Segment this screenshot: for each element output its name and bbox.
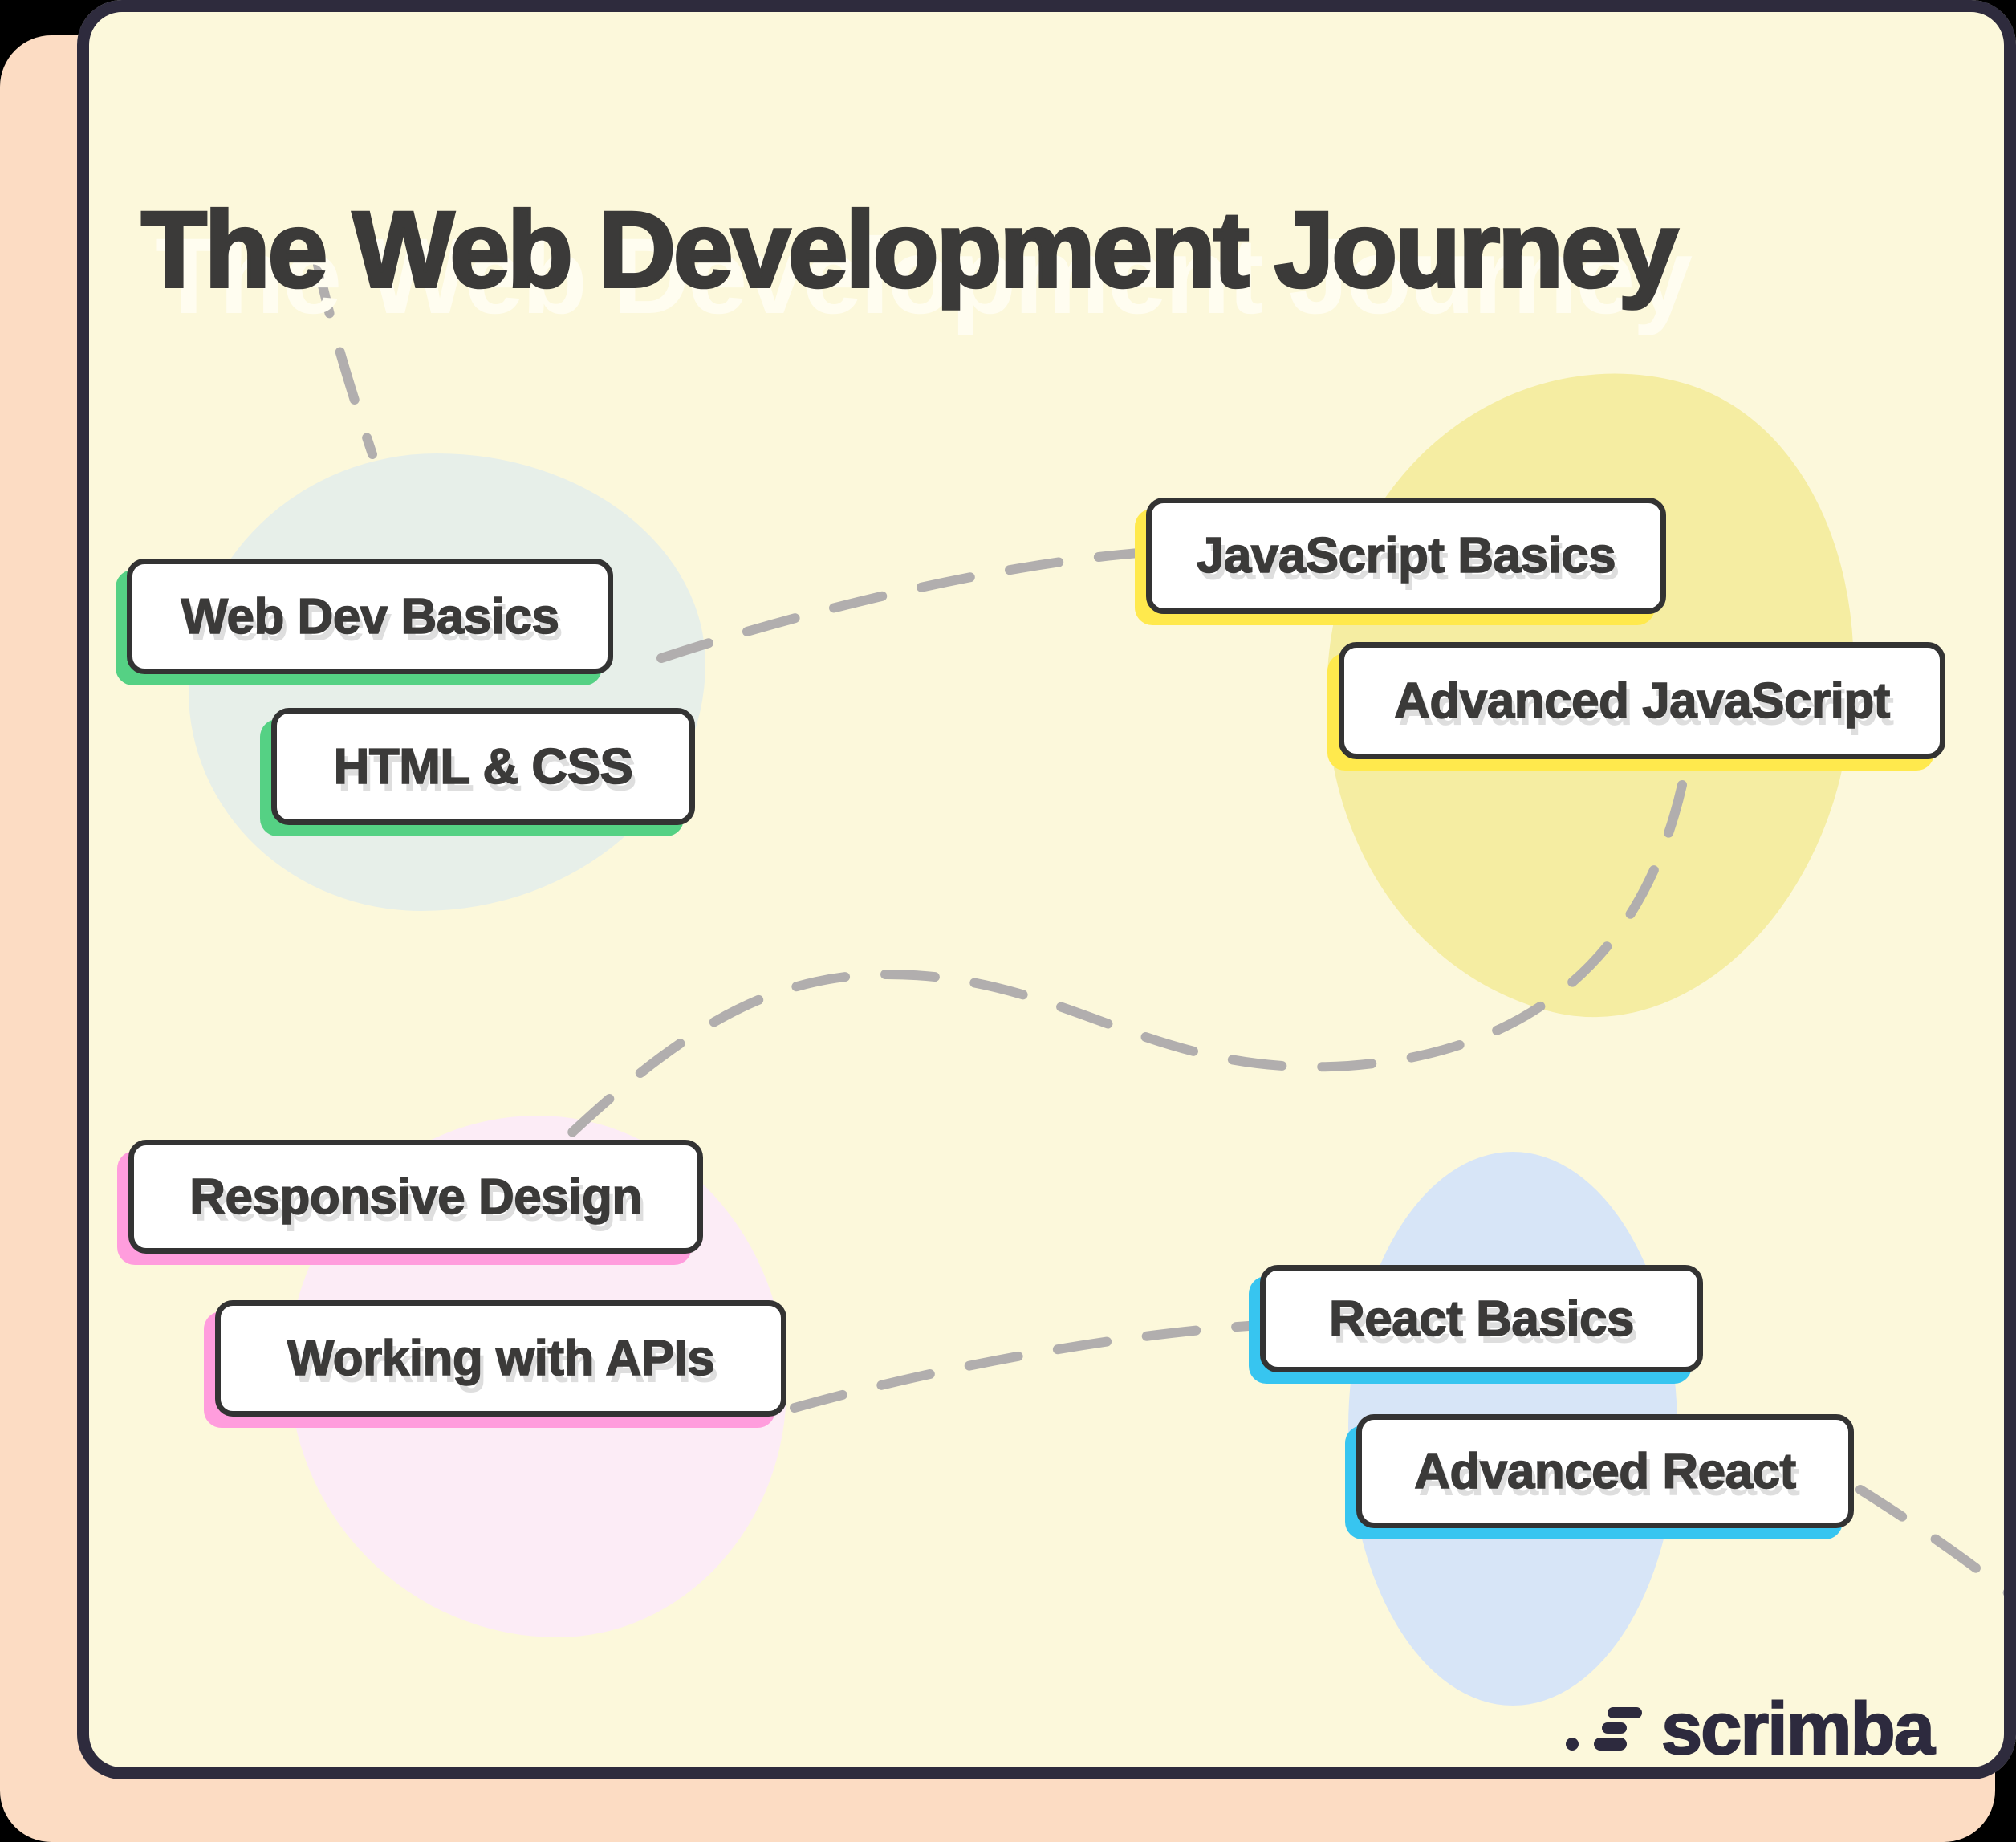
node-label: HTML & CSS <box>333 738 634 795</box>
node-label: Advanced React <box>1414 1443 1797 1500</box>
node-label: Working with APIs <box>287 1330 715 1387</box>
node-web-dev-basics: Web Dev Basics <box>127 559 613 674</box>
node-advanced-javascript: Advanced JavaScript <box>1339 642 1945 759</box>
node-label: JavaScript Basics <box>1196 527 1616 584</box>
scrimba-logo: scrimba <box>1563 1688 1936 1770</box>
node-advanced-react: Advanced React <box>1356 1414 1854 1528</box>
green-blob <box>189 453 705 911</box>
scrimba-logo-icon <box>1566 1707 1642 1751</box>
path-segment-js-to-responsive <box>506 780 1687 1198</box>
path-segment-start <box>313 260 377 459</box>
page-title: The Web Development Journey <box>140 189 1680 311</box>
node-label: Responsive Design <box>189 1169 643 1226</box>
journey-dashed-path <box>313 260 2016 1606</box>
path-segment-basics-to-js <box>656 547 1154 663</box>
node-label: React Basics <box>1328 1291 1635 1348</box>
node-label: Web Dev Basics <box>181 588 560 645</box>
node-javascript-basics: JavaScript Basics <box>1146 498 1666 614</box>
node-working-with-apis: Working with APIs <box>215 1300 786 1417</box>
path-segment-apis-to-react <box>790 1321 1254 1413</box>
node-react-basics: React Basics <box>1260 1265 1703 1372</box>
scrimba-wordmark: scrimba <box>1660 1688 1936 1770</box>
node-label: Advanced JavaScript <box>1393 673 1891 730</box>
node-responsive-design: Responsive Design <box>128 1140 703 1254</box>
path-segment-exit <box>1855 1485 2016 1606</box>
node-html-css: HTML & CSS <box>271 708 695 825</box>
